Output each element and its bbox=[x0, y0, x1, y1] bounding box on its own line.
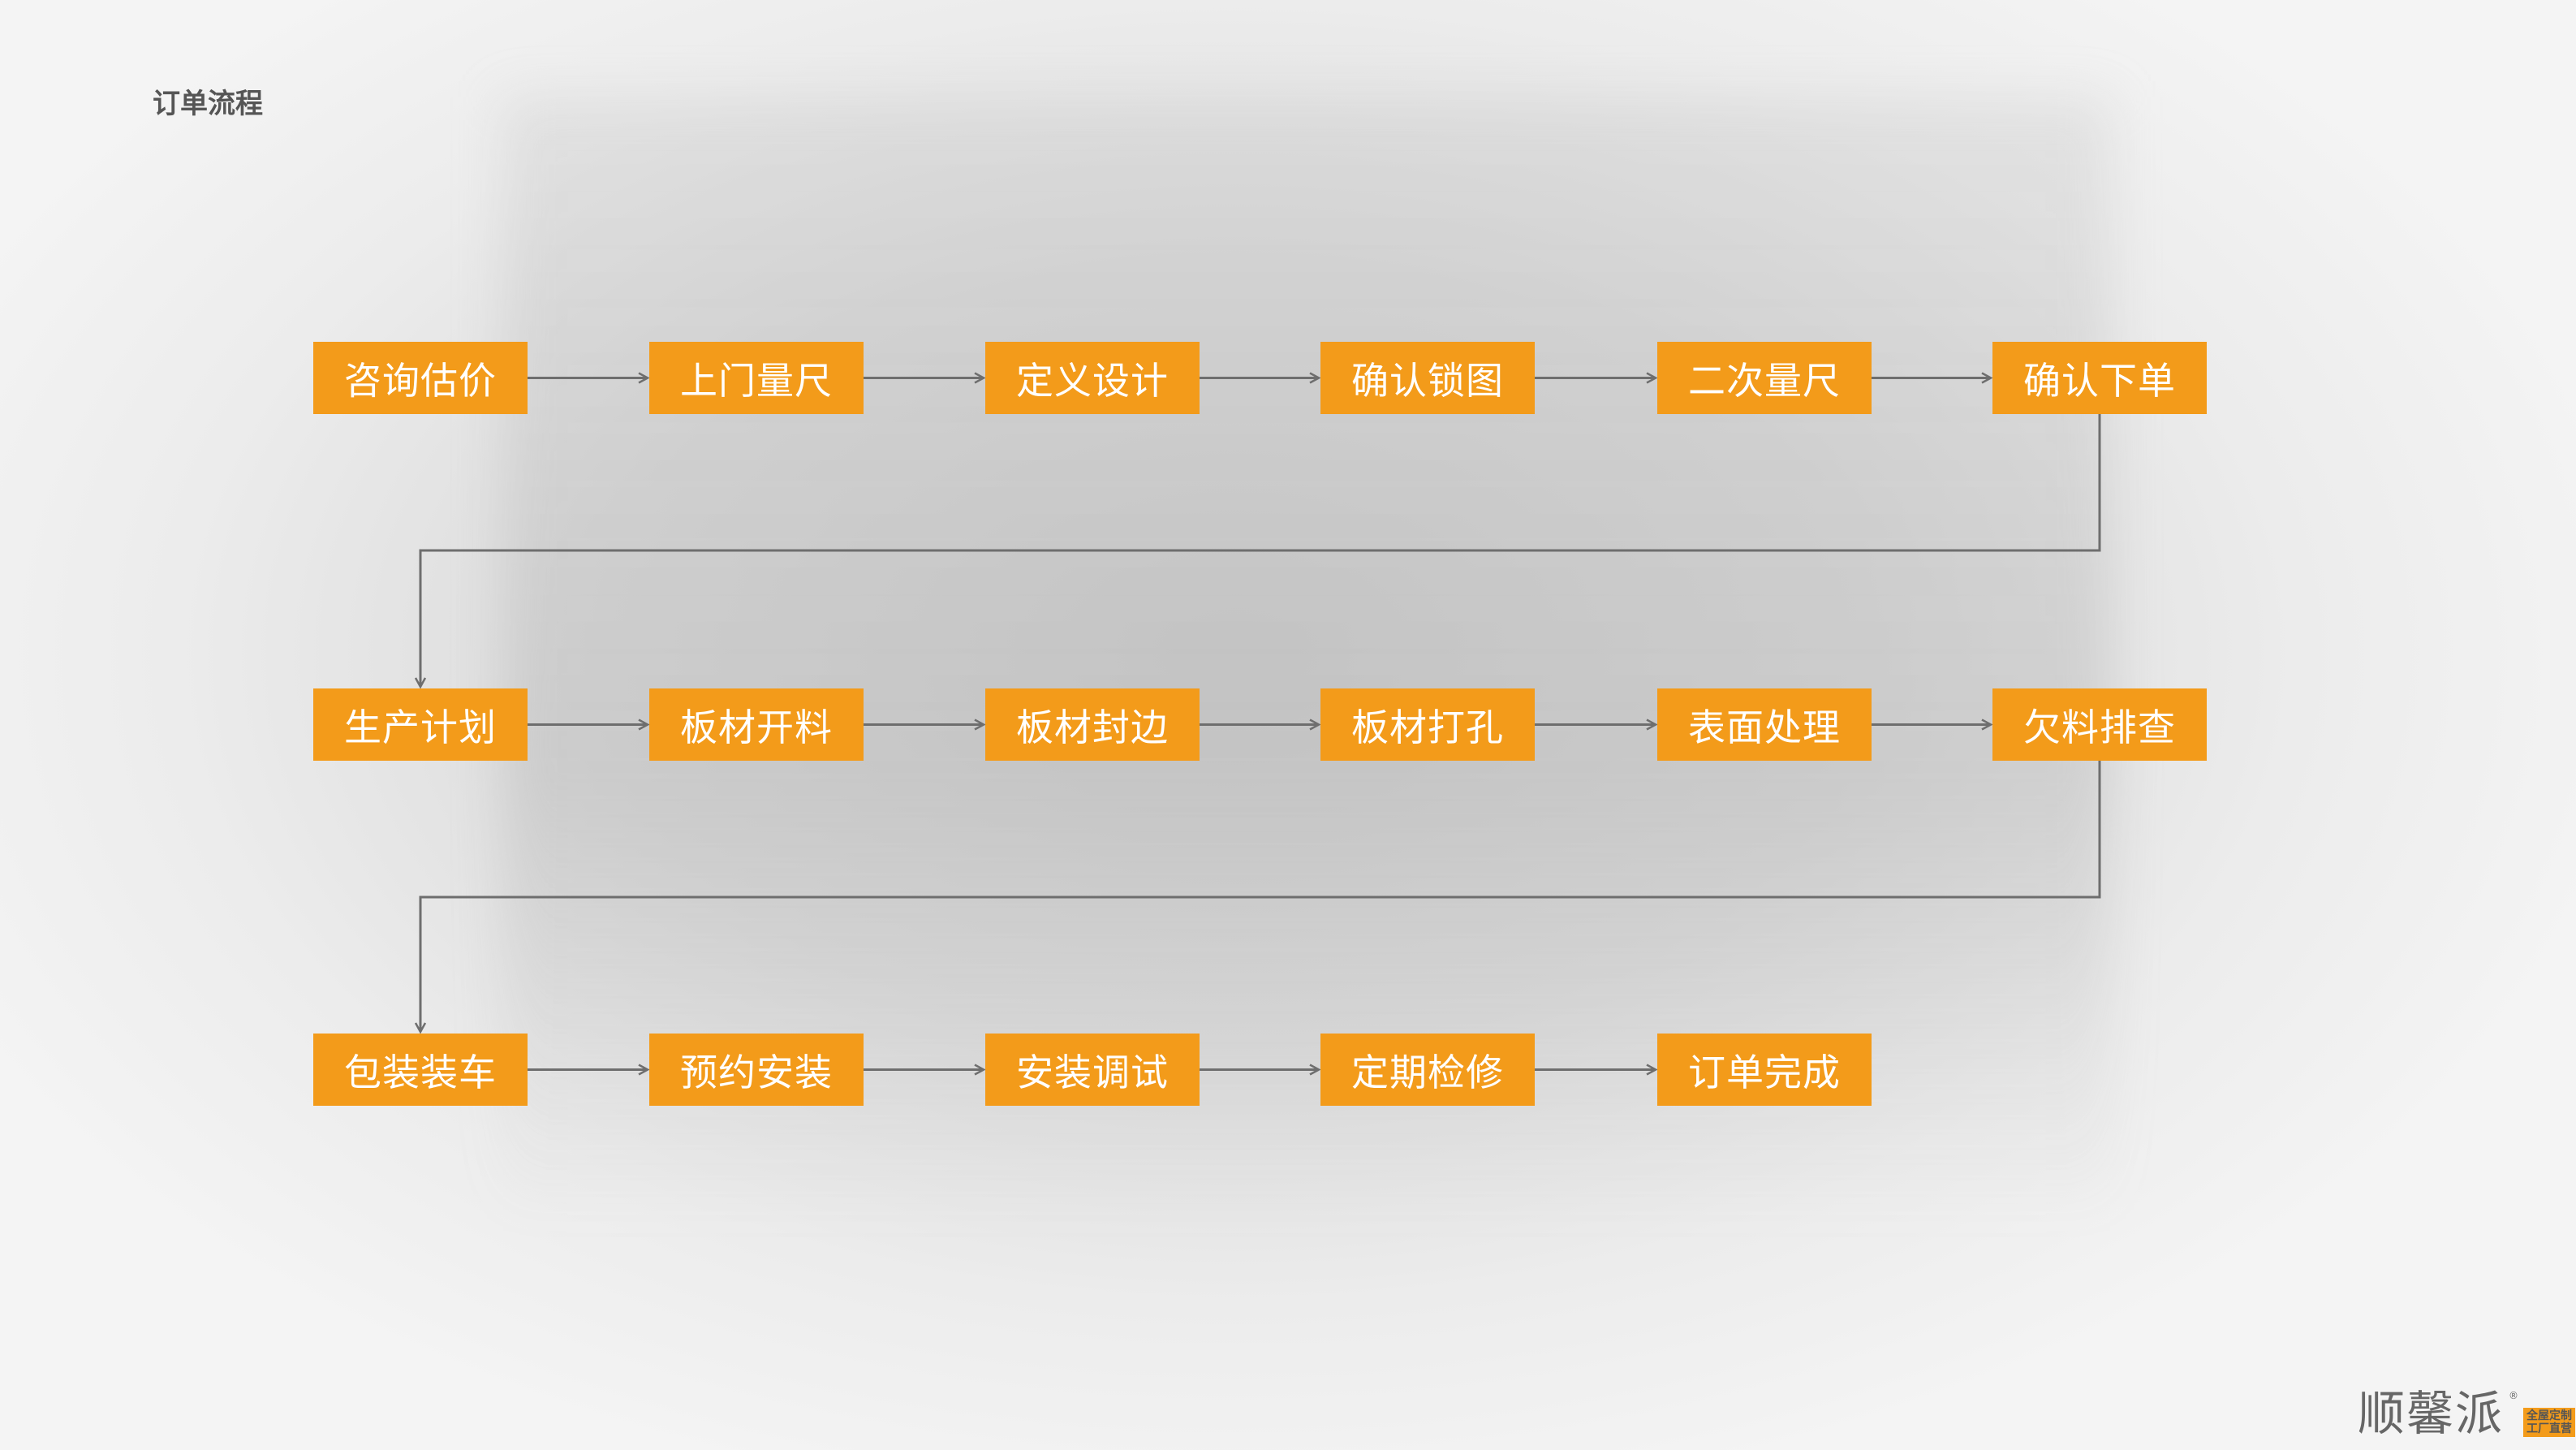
step-box: 定期检修 bbox=[1320, 1034, 1535, 1106]
step-box: 板材打孔 bbox=[1320, 688, 1535, 761]
step-box: 确认下单 bbox=[1992, 342, 2207, 414]
step-box: 订单完成 bbox=[1657, 1034, 1872, 1106]
brand-logo: 顺馨派 ® 全屋定制 工厂直营 bbox=[2358, 1386, 2576, 1441]
step-box: 包装装车 bbox=[313, 1034, 528, 1106]
step-box: 欠料排查 bbox=[1992, 688, 2207, 761]
step-box: 安装调试 bbox=[985, 1034, 1200, 1106]
step-box: 表面处理 bbox=[1657, 688, 1872, 761]
connector-arrow bbox=[420, 414, 2101, 687]
step-box: 生产计划 bbox=[313, 688, 528, 761]
step-box: 板材封边 bbox=[985, 688, 1200, 761]
logo-tagline-2: 工厂直营 bbox=[2526, 1422, 2573, 1435]
step-box: 二次量尺 bbox=[1657, 342, 1872, 414]
background-building-photo bbox=[503, 97, 2110, 1218]
step-box: 板材开料 bbox=[649, 688, 864, 761]
step-box: 确认锁图 bbox=[1320, 342, 1535, 414]
step-box: 咨询估价 bbox=[313, 342, 528, 414]
logo-name: 顺馨派 bbox=[2358, 1386, 2505, 1441]
step-box: 预约安装 bbox=[649, 1034, 864, 1106]
page-title: 订单流程 bbox=[153, 88, 263, 120]
step-box: 定义设计 bbox=[985, 342, 1200, 414]
connector-arrow bbox=[420, 761, 2101, 1032]
registered-mark: ® bbox=[2509, 1390, 2519, 1401]
step-box: 上门量尺 bbox=[649, 342, 864, 414]
logo-tagline-1: 全屋定制 bbox=[2526, 1409, 2573, 1422]
logo-tagline: 全屋定制 工厂直营 bbox=[2523, 1408, 2576, 1437]
